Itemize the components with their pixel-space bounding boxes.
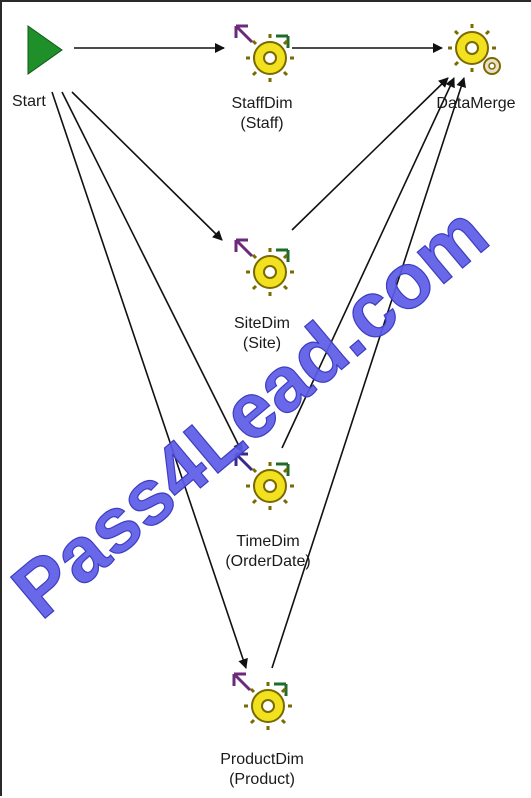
node-timedim-sublabel: (OrderDate): [225, 553, 311, 570]
node-staffdim[interactable]: StaffDim (Staff): [202, 20, 322, 150]
edge-productdim-datamerge[interactable]: [271, 77, 466, 669]
node-staffdim-sublabel: (Staff): [240, 115, 284, 132]
node-productdim[interactable]: ProductDim (Product): [198, 668, 326, 798]
edge-timedim-datamerge[interactable]: [281, 77, 455, 449]
node-productdim-label: ProductDim: [220, 751, 304, 768]
node-sitedim[interactable]: SiteDim (Site): [202, 234, 322, 374]
edge-sitedim-datamerge[interactable]: [291, 77, 449, 231]
node-timedim[interactable]: TimeDim (OrderDate): [202, 448, 334, 588]
merge-gear-icon: [448, 24, 501, 75]
node-datamerge[interactable]: DataMerge: [416, 20, 531, 130]
node-sitedim-sublabel: (Site): [242, 335, 282, 352]
dimension-transform-icon: [234, 24, 294, 82]
dimension-transform-icon: [234, 452, 294, 510]
node-start[interactable]: Start: [12, 24, 82, 124]
node-start-label: Start: [12, 93, 46, 110]
start-triangle-icon: [27, 25, 63, 75]
node-staffdim-label: StaffDim: [231, 95, 293, 112]
dimension-transform-icon: [232, 672, 292, 730]
dimension-transform-icon: [234, 238, 294, 296]
edge-start-sitedim[interactable]: [71, 91, 223, 241]
edge-start-timedim[interactable]: [61, 91, 243, 453]
node-timedim-label: TimeDim: [236, 533, 300, 550]
node-sitedim-label: SiteDim: [233, 315, 290, 332]
node-datamerge-label: DataMerge: [436, 95, 516, 112]
node-productdim-sublabel: (Product): [229, 771, 295, 788]
edge-start-productdim[interactable]: [51, 91, 248, 669]
